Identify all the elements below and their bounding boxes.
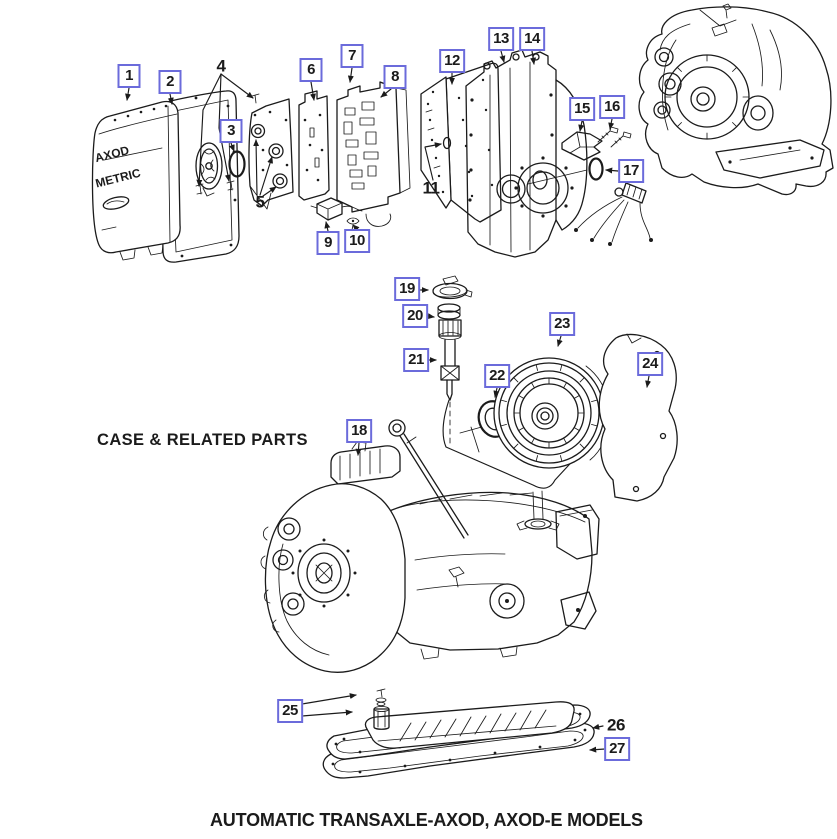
callout-2[interactable]: 2 (158, 70, 182, 94)
callout-16[interactable]: 16 (599, 95, 625, 119)
side-cover-and-gasket-drawing: AXOD METRIC (91, 90, 240, 263)
callout-21[interactable]: 21 (403, 348, 429, 372)
filter-screen-outline (364, 701, 575, 749)
callout-20[interactable]: 20 (402, 304, 428, 328)
magnet-and-bolt-drawing (373, 688, 390, 730)
callout-5: 5 (255, 192, 265, 212)
callout-14[interactable]: 14 (519, 27, 545, 51)
callout-15[interactable]: 15 (569, 97, 595, 121)
callout-8[interactable]: 8 (383, 65, 407, 89)
callout-13[interactable]: 13 (488, 27, 514, 51)
callout-6[interactable]: 6 (299, 58, 323, 82)
callout-27[interactable]: 27 (604, 737, 630, 761)
callout-3[interactable]: 3 (219, 119, 243, 143)
callout-9[interactable]: 9 (316, 231, 340, 255)
bracket-and-bolts-drawing (561, 126, 632, 161)
pump-rotor-and-oring-drawing (195, 93, 260, 197)
callout-19[interactable]: 19 (394, 277, 420, 301)
wiring-harness-drawing (574, 157, 653, 246)
callout-10[interactable]: 10 (344, 229, 370, 253)
dipstick-drawing (388, 419, 469, 539)
o-ring-3 (228, 150, 246, 178)
callout-25[interactable]: 25 (277, 699, 303, 723)
valve-body-plates-drawing (248, 81, 411, 227)
converter-cover-plate-drawing (598, 333, 678, 502)
callout-22[interactable]: 22 (484, 364, 510, 388)
transaxle-case-drawing (260, 399, 600, 673)
converter-housing-drawing (638, 3, 834, 196)
callout-17[interactable]: 17 (618, 159, 644, 183)
pump-body-and-chain-cover-drawing (465, 49, 588, 258)
torque-converter-drawing (493, 357, 610, 469)
solenoid-and-clip-drawing (310, 197, 363, 231)
callout-1[interactable]: 1 (117, 64, 141, 88)
callout-18[interactable]: 18 (346, 419, 372, 443)
section-title: CASE & RELATED PARTS (97, 431, 308, 449)
callout-4: 4 (216, 56, 226, 76)
callout-leader-lines (125, 50, 652, 753)
callout-23[interactable]: 23 (549, 312, 575, 336)
ford-oval-logo (102, 196, 130, 210)
callout-24[interactable]: 24 (637, 352, 663, 376)
callout-26: 26 (607, 715, 625, 735)
bolt-4b (226, 180, 235, 191)
callout-12[interactable]: 12 (439, 49, 465, 73)
channel-plates-drawing (420, 62, 502, 223)
filler-cap-and-tube-drawing (432, 275, 473, 447)
oil-pan-outline (322, 722, 595, 779)
diagram-caption: AUTOMATIC TRANSAXLE-AXOD, AXOD-E MODELS (210, 810, 643, 830)
callout-7[interactable]: 7 (340, 44, 364, 68)
callout-11: 11 (422, 178, 440, 198)
oil-pan-group-drawing (322, 688, 595, 779)
